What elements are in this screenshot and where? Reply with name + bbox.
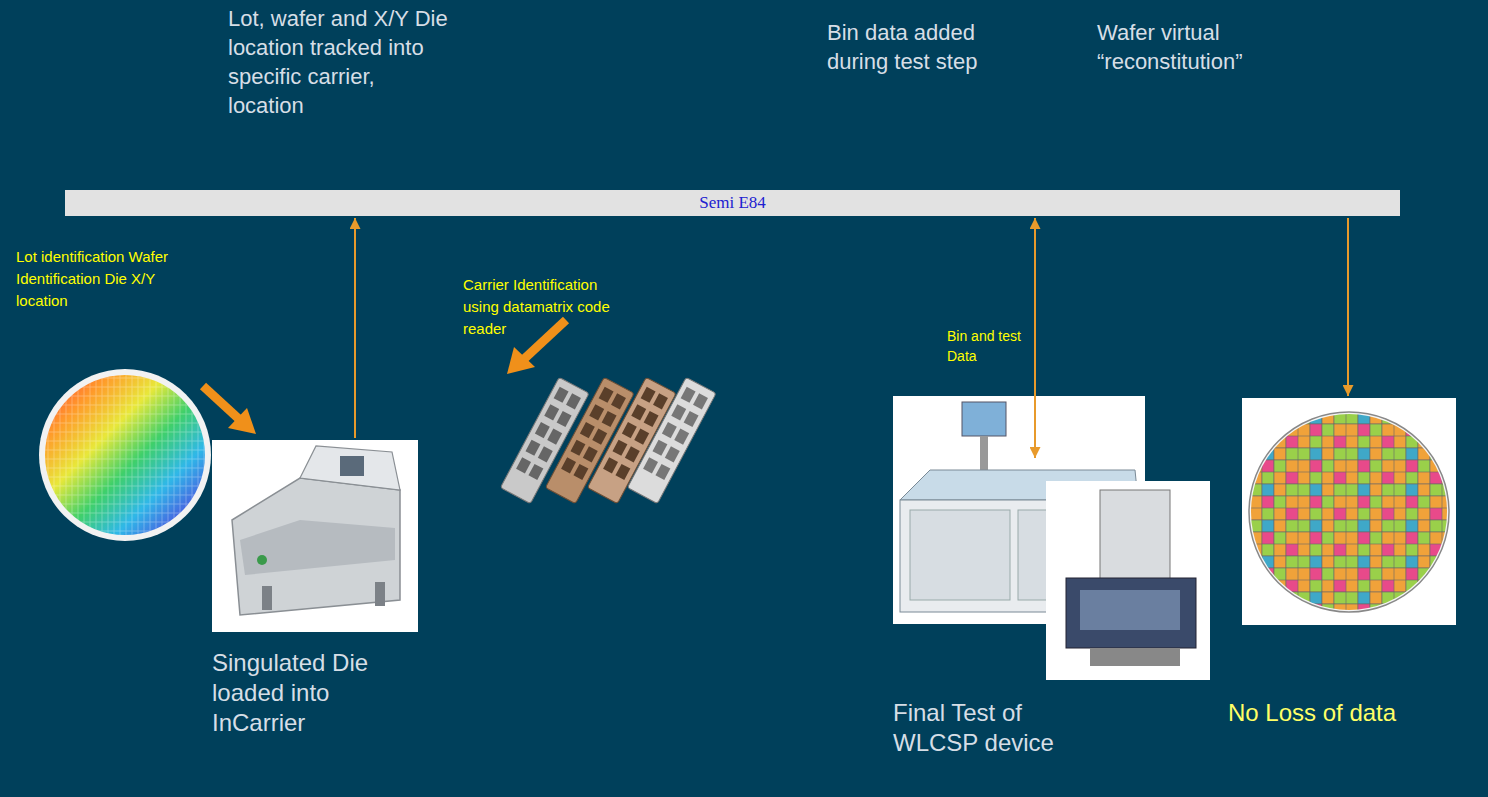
band-label: Semi E84	[65, 190, 1400, 216]
carrier-pocket	[573, 464, 588, 480]
map-outline	[1249, 412, 1449, 612]
tester-base	[1090, 648, 1180, 666]
carrier-pocket	[662, 422, 677, 438]
machine-hood	[300, 446, 400, 490]
wafer-surface	[45, 375, 205, 535]
step-note: Wafer virtual “reconstitution”	[1097, 18, 1307, 76]
carrier-pocket	[580, 422, 595, 438]
step-caption: Singulated Die loaded into InCarrier	[212, 648, 427, 738]
carrier-pocket	[684, 411, 699, 427]
carrier-pocket	[611, 393, 626, 409]
carrier-pocket	[589, 404, 604, 420]
callout-note: Lot identification Wafer Identification …	[16, 246, 176, 312]
step-note: Bin data added during test step	[827, 18, 1027, 76]
carrier-pocket	[643, 457, 658, 473]
carrier-pocket	[554, 387, 569, 403]
handler-door	[910, 510, 1010, 600]
tester-column	[1100, 490, 1170, 580]
carrier-pocket	[644, 411, 659, 427]
wafer-map-picture	[1242, 398, 1456, 625]
carrier-pocket	[612, 440, 627, 456]
tester-head	[1066, 578, 1196, 648]
carrier-pocket	[641, 387, 656, 403]
test-handler-photo	[893, 396, 1210, 680]
machine-lamp	[257, 555, 267, 565]
carrier-pocket	[681, 387, 696, 403]
wafer-picture	[39, 369, 211, 541]
machine-screen	[340, 456, 364, 476]
pointer-arrow	[203, 386, 256, 434]
data-link-arrow	[354, 218, 356, 438]
pointer-shaft	[523, 320, 566, 360]
step-caption: Final Test of WLCSP device	[893, 698, 1108, 758]
handler-screen	[962, 402, 1006, 436]
wafer-dies	[45, 375, 205, 535]
data-link-arrow	[1034, 218, 1036, 458]
carrier-pocket	[561, 457, 576, 473]
pointer-shaft	[203, 386, 240, 420]
carrier-pocket	[583, 446, 598, 462]
machine-leg	[262, 586, 272, 610]
standard-band: Semi E84	[65, 190, 1400, 216]
photo-ground	[212, 440, 418, 632]
carrier-pocket	[671, 404, 686, 420]
wafer-rim	[39, 369, 211, 541]
pointer-head	[507, 347, 535, 374]
process-step: Singulated Die loaded into InCarrier	[212, 440, 427, 738]
carrier-pocket	[634, 429, 649, 445]
carrier-pocket	[674, 429, 689, 445]
carrier-pocket	[625, 446, 640, 462]
carrier-strip	[627, 377, 716, 503]
carrier-pocket	[652, 440, 667, 456]
carrier-pocket	[544, 404, 559, 420]
carrier-pocket	[547, 429, 562, 445]
carrier-pocket	[525, 440, 540, 456]
step-note: Lot, wafer and X/Y Die location tracked …	[228, 4, 456, 120]
sorter-machine-photo	[212, 440, 418, 632]
callout-note: Carrier Identification using datamatrix …	[463, 274, 633, 340]
carrier-pocket	[602, 411, 617, 427]
carrier-pocket	[655, 464, 670, 480]
data-link-arrow	[1347, 218, 1349, 396]
photo-ground	[1046, 481, 1210, 680]
carrier-pocket	[599, 387, 614, 403]
machine-body	[232, 478, 400, 615]
result-step: No Loss of data	[1228, 398, 1468, 728]
carrier-strips	[500, 377, 716, 503]
step-caption: No Loss of data	[1228, 698, 1468, 728]
carrier-pocket	[535, 422, 550, 438]
carrier-pocket	[557, 411, 572, 427]
carrier-pocket	[538, 446, 553, 462]
carrier-pocket	[693, 393, 708, 409]
bin-cells	[1250, 414, 1448, 610]
edge-label: Bin and test Data	[947, 326, 1027, 366]
carrier-pocket	[665, 446, 680, 462]
carrier-pocket	[631, 404, 646, 420]
carrier-pocket	[516, 457, 531, 473]
carrier-pocket	[528, 464, 543, 480]
pointer-head	[228, 408, 256, 434]
carrier-pocket	[570, 440, 585, 456]
machine-leg	[375, 582, 385, 606]
tester-panel	[1080, 590, 1180, 630]
carrier-pocket	[653, 393, 668, 409]
photo-ground	[1242, 398, 1456, 625]
carrier-pocket	[592, 429, 607, 445]
machine-panel	[240, 520, 395, 575]
process-step: Final Test of WLCSP device	[893, 460, 1108, 758]
carrier-pocket	[615, 464, 630, 480]
carrier-pocket	[603, 457, 618, 473]
carrier-pocket	[622, 422, 637, 438]
carrier-pocket	[566, 393, 581, 409]
pointer-arrow	[507, 320, 566, 374]
